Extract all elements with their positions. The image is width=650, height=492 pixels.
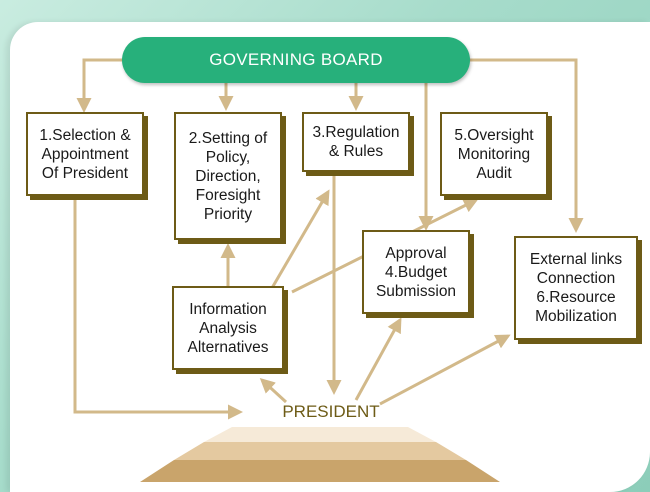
- box-policy-direction: 2.Setting of Policy, Direction, Foresigh…: [174, 112, 282, 240]
- box-selection-appointment: 1.Selection & Appointment Of President: [26, 112, 144, 196]
- box-budget-submission: Approval 4.Budget Submission: [362, 230, 470, 314]
- pedestal-top-tier: [204, 427, 436, 442]
- box-information-analysis: Information Analysis Alternatives: [172, 286, 284, 370]
- arrow-selection-to-president: [73, 195, 243, 420]
- box-external-resource: External links Connection 6.Resource Mob…: [514, 236, 638, 340]
- arrow-president-to-external: [379, 334, 511, 406]
- pedestal-middle-tier: [174, 442, 466, 460]
- arrow-president-to-information: [259, 377, 288, 404]
- box-regulation-rules: 3.Regulation & Rules: [302, 112, 410, 172]
- arrow-board-to-external: [468, 58, 584, 233]
- arrow-president-to-budget: [354, 317, 402, 401]
- box-oversight-audit: 5.Oversight Monitoring Audit: [440, 112, 548, 196]
- president-label: PRESIDENT: [282, 402, 380, 421]
- governing-board: GOVERNING BOARD: [122, 37, 470, 83]
- arrow-board-to-selection: [76, 58, 124, 113]
- arrow-information-to-regulation: [270, 189, 330, 289]
- pedestal-bottom-tier: [140, 460, 500, 482]
